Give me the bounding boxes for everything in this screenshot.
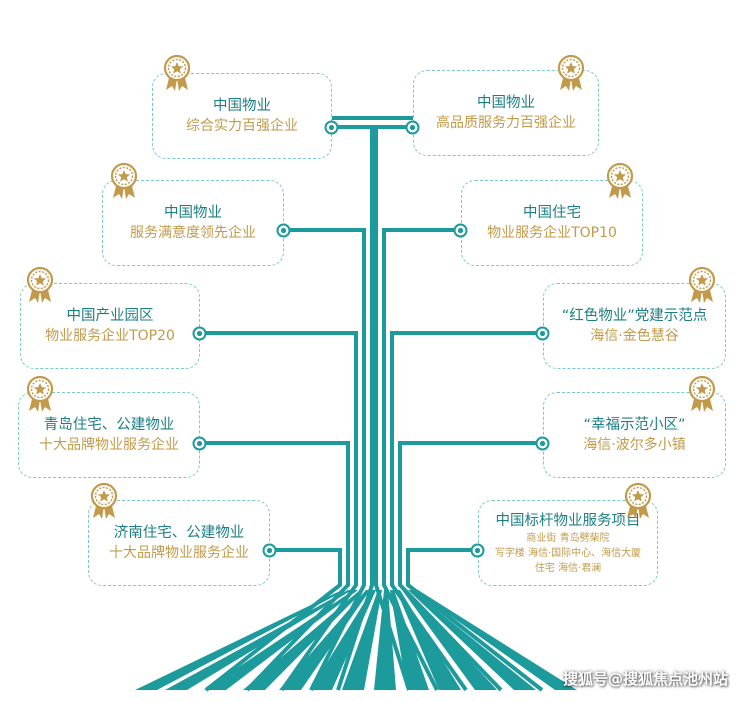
award-title: 中国物业 [477,95,535,111]
award-subtitle: 物业服务企业TOP20 [45,328,175,344]
award-subtitle: 海信·波尔多小镇 [583,437,686,453]
award-detail: 住宅 海信·君澜 [534,562,602,574]
trunk-root-wedge [135,590,346,690]
trunk-root-wedge [408,590,536,690]
circle-node-icon [276,223,291,238]
circle-node-icon [192,326,207,341]
branch-right-5 [406,548,544,692]
award-title: “红色物业”党建示范点 [561,308,708,324]
circle-node-icon [192,436,207,451]
award-detail: 写字楼 海信·国际中心、海信大厦 [494,547,642,559]
award-subtitle: 十大品牌物业服务企业 [109,545,249,561]
award-ribbon-star-icon [604,162,636,200]
award-ribbon-star-icon [24,375,56,413]
award-title: 中国标杆物业服务项目 [495,512,641,529]
award-title: 济南住宅、公建物业 [113,525,245,541]
branch-left-4 [200,441,350,692]
circle-node-icon [453,223,468,238]
trunk-root-wedge [374,590,396,690]
trunk-root-wedge [204,590,358,690]
branch-right-3 [390,331,543,692]
award-title: 中国物业 [164,205,222,221]
award-box-left-2: 中国物业 服务满意度领先企业 [102,180,284,266]
branch-left-2 [284,228,366,691]
watermark: 搜狐号@搜狐焦点池州站 [562,670,728,688]
award-title: 中国住宅 [523,205,581,221]
branch-right-4 [398,441,543,692]
award-subtitle: 服务满意度领先企业 [130,225,256,241]
award-subtitle: 物业服务企业TOP10 [487,225,617,241]
award-detail: 商业街 青岛劈柴院 [526,532,610,544]
circle-node-icon [535,326,550,341]
trunk-root-wedge [414,590,577,690]
circle-node-icon [470,543,485,558]
circle-node-icon [535,436,550,451]
trunk-root-wedge [310,590,376,690]
award-subtitle: 高品质服务力百强企业 [436,115,576,131]
award-box-left-1: 中国物业 综合实力百强企业 [152,73,332,159]
award-title: 中国产业园区 [66,308,154,324]
circle-node-icon [262,543,277,558]
trunk-root-wedge [402,590,497,690]
trunk-root-wedge [279,590,370,690]
trunk-root-wedge [390,590,429,690]
award-ribbon-star-icon [686,375,718,413]
award-box-left-5: 济南住宅、公建物业 十大品牌物业服务企业 [88,500,270,586]
award-ribbon-star-icon [161,54,193,92]
trunk-root-wedge [243,590,364,690]
award-ribbon-star-icon [686,266,718,304]
award-title: “幸福示范小区” [583,417,686,433]
award-ribbon-star-icon [555,54,587,92]
award-subtitle: 综合实力百强企业 [186,118,298,134]
award-box-left-3: 中国产业园区 物业服务企业TOP20 [20,283,200,369]
trunk-root-wedge [396,590,461,690]
award-subtitle: 海信·金色慧谷 [590,328,679,344]
branch-left-3 [200,331,358,692]
trunk-root-wedge [165,590,352,690]
award-ribbon-star-icon [88,482,120,520]
award-title: 中国物业 [213,98,271,114]
award-title: 青岛住宅、公建物业 [43,417,175,433]
award-ribbon-star-icon [108,162,140,200]
award-subtitle: 十大品牌物业服务企业 [39,437,179,453]
trunk-root-wedge [342,590,382,690]
award-ribbon-star-icon [622,482,654,520]
circle-node-icon [324,120,339,135]
circle-node-icon [405,120,420,135]
award-ribbon-star-icon [24,266,56,304]
branch-right-1 [374,125,413,691]
